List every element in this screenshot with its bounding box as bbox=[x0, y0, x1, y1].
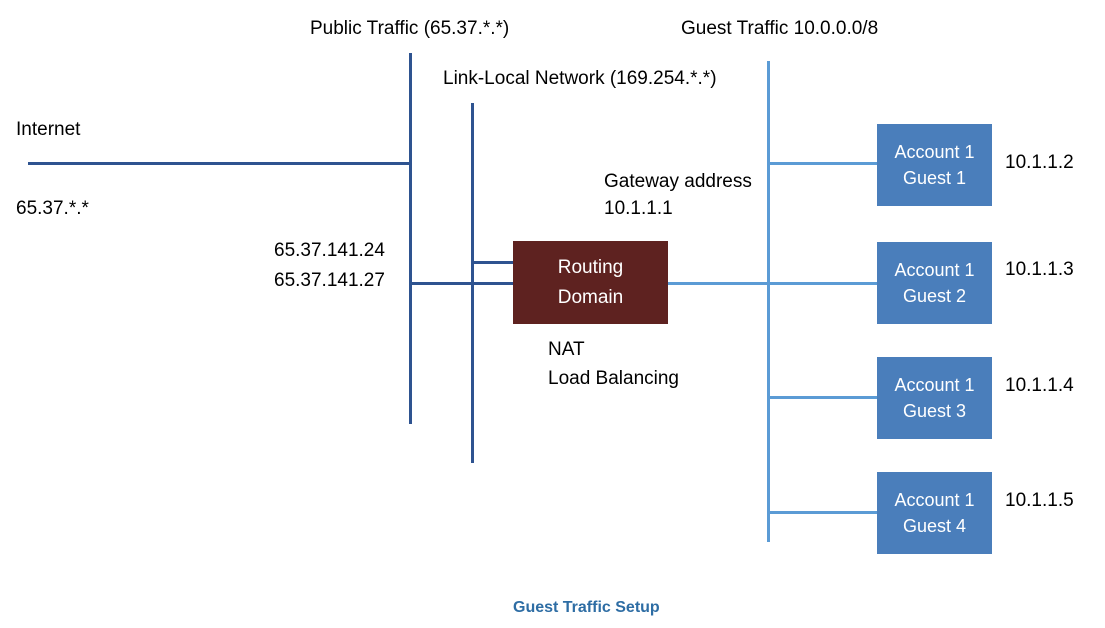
internet-subnet-label: 65.37.*.* bbox=[16, 198, 89, 219]
guest-trunk-to-guest4-line bbox=[767, 511, 878, 514]
guest-node-4[interactable]: Account 1 Guest 4 bbox=[877, 472, 992, 554]
guest-node-3-account: Account 1 bbox=[894, 375, 975, 395]
gateway-ip-label: 10.1.1.1 bbox=[604, 198, 673, 219]
routing-domain-line-2: Domain bbox=[557, 286, 624, 308]
gateway-address-label: Gateway address bbox=[604, 171, 752, 192]
routing-domain-node[interactable]: Routing Domain bbox=[513, 241, 668, 324]
router-to-guest2-line bbox=[660, 282, 878, 285]
public-traffic-label: Public Traffic (65.37.*.*) bbox=[310, 18, 510, 39]
load-balancing-label: Load Balancing bbox=[548, 368, 679, 389]
guest-node-3-ip-label: 10.1.1.4 bbox=[1005, 375, 1074, 396]
guest-trunk-to-guest1-line bbox=[767, 162, 878, 165]
guest-node-1[interactable]: Account 1 Guest 1 bbox=[877, 124, 992, 206]
guest-node-2-account: Account 1 bbox=[894, 260, 975, 280]
guest-node-4-account: Account 1 bbox=[894, 490, 975, 510]
guest-node-1-name: Guest 1 bbox=[902, 168, 967, 188]
internet-to-public-trunk-line bbox=[28, 162, 412, 165]
nat-label: NAT bbox=[548, 339, 585, 360]
guest-node-1-ip-label: 10.1.1.2 bbox=[1005, 152, 1074, 173]
public-ip-1-label: 65.37.141.24 bbox=[274, 240, 385, 261]
internet-label: Internet bbox=[16, 119, 81, 140]
diagram-caption: Guest Traffic Setup bbox=[513, 599, 660, 616]
guest-node-2-name: Guest 2 bbox=[902, 286, 967, 306]
routing-domain-line-1: Routing bbox=[557, 256, 624, 278]
guest-node-2[interactable]: Account 1 Guest 2 bbox=[877, 242, 992, 324]
link-local-network-label: Link-Local Network (169.254.*.*) bbox=[443, 68, 717, 89]
guest-node-4-name: Guest 4 bbox=[902, 516, 967, 536]
guest-node-4-ip-label: 10.1.1.5 bbox=[1005, 490, 1074, 511]
public-traffic-trunk-line bbox=[409, 53, 412, 424]
guest-node-2-ip-label: 10.1.1.3 bbox=[1005, 259, 1074, 280]
public-ip-2-label: 65.37.141.27 bbox=[274, 270, 385, 291]
guest-traffic-label: Guest Traffic 10.0.0.0/8 bbox=[681, 18, 879, 39]
link-local-to-router-line bbox=[471, 261, 517, 264]
public-trunk-to-router-line bbox=[409, 282, 517, 285]
guest-node-3[interactable]: Account 1 Guest 3 bbox=[877, 357, 992, 439]
guest-traffic-trunk-line bbox=[767, 61, 770, 542]
guest-node-1-account: Account 1 bbox=[894, 142, 975, 162]
guest-node-3-name: Guest 3 bbox=[902, 401, 967, 421]
guest-trunk-to-guest3-line bbox=[767, 396, 878, 399]
